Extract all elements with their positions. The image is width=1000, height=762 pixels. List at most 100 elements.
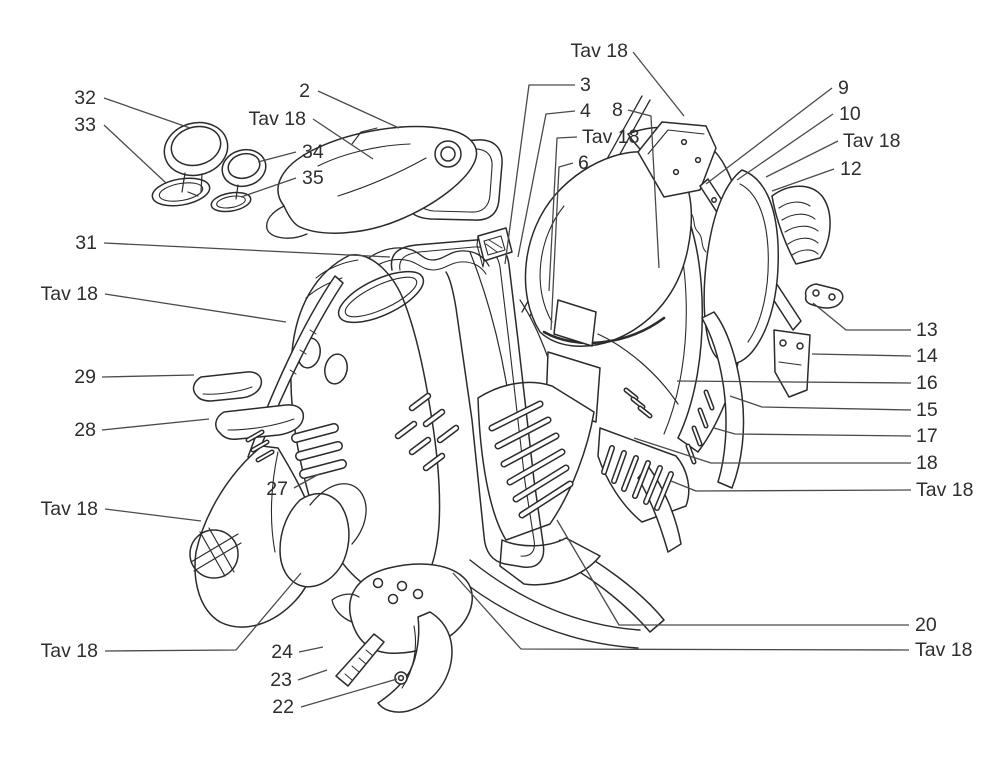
leader-line-tav18-d bbox=[104, 572, 302, 652]
part-label-34: 34 bbox=[302, 141, 324, 163]
side-cover-inner bbox=[739, 183, 769, 343]
leader-line-20 bbox=[556, 519, 909, 626]
side-slot-inner bbox=[257, 451, 273, 461]
bracket-3-hatch bbox=[485, 243, 498, 253]
leader-line-18 bbox=[633, 437, 911, 464]
footboard-rib-inner bbox=[602, 446, 614, 474]
bracket-hole bbox=[828, 293, 836, 301]
artwork-layer bbox=[151, 95, 844, 713]
shield-vent-inner bbox=[438, 426, 458, 442]
pillar-slot-inner bbox=[705, 391, 713, 409]
blade-hatch bbox=[309, 329, 317, 335]
shield-cutout-inner bbox=[344, 276, 418, 318]
under-box-2 bbox=[553, 299, 597, 347]
leader-line-tav18-b bbox=[104, 293, 287, 323]
part-label-23: 23 bbox=[270, 669, 292, 691]
strut-23 bbox=[335, 633, 385, 687]
part-label-31: 31 bbox=[75, 232, 97, 254]
vent-cluster-inner bbox=[639, 407, 651, 417]
part-label-24: 24 bbox=[271, 641, 293, 663]
floor-rib-inner bbox=[508, 450, 564, 484]
flap-crease bbox=[778, 361, 802, 366]
part-label-18: 18 bbox=[916, 452, 938, 474]
leader-line-31 bbox=[103, 242, 391, 258]
carrier-hole bbox=[672, 168, 680, 176]
part-label-15: 15 bbox=[916, 399, 938, 421]
part-label-9: 9 bbox=[838, 77, 849, 99]
body-skirt bbox=[469, 559, 641, 631]
part-label-tav18-top: Tav 18 bbox=[571, 40, 628, 62]
shield-vent-inner bbox=[396, 422, 416, 438]
pillar-slot-inner bbox=[687, 445, 695, 463]
dome-bolt bbox=[387, 593, 399, 605]
grab-bar-inner bbox=[300, 460, 346, 478]
top-wavy-trim-2 bbox=[369, 258, 487, 275]
leader-line-tav18-g bbox=[452, 572, 910, 651]
mirror-boss-inner bbox=[440, 146, 456, 162]
top-wavy-trim bbox=[365, 247, 490, 267]
leader-line-12 bbox=[771, 168, 835, 192]
part-label-32: 32 bbox=[74, 87, 96, 109]
part-label-tav18-c: Tav 18 bbox=[41, 498, 98, 520]
tube-opening bbox=[324, 353, 348, 385]
shield-vent-inner bbox=[410, 438, 430, 454]
part-label-tav18-mid: Tav 18 bbox=[582, 126, 639, 148]
leader-line-tav18-f bbox=[670, 480, 912, 492]
part-label-4: 4 bbox=[580, 100, 591, 122]
shield-cutout bbox=[337, 270, 425, 324]
footboard-rib-inner bbox=[655, 472, 673, 510]
floor-rib-inner bbox=[496, 418, 550, 448]
leader-line-27 bbox=[293, 473, 320, 489]
leader-line-17 bbox=[713, 427, 912, 437]
strut-hatch bbox=[365, 649, 374, 657]
part-label-8: 8 bbox=[612, 99, 623, 121]
part-label-10: 10 bbox=[839, 103, 861, 125]
blade-hatch bbox=[299, 349, 307, 355]
speedometer-face bbox=[170, 125, 222, 167]
strut-hatch bbox=[358, 657, 367, 665]
footboard-rib-inner bbox=[612, 451, 626, 483]
part-label-29: 29 bbox=[74, 366, 96, 388]
bracket-3 bbox=[477, 227, 513, 262]
part-label-tav18-d: Tav 18 bbox=[41, 640, 98, 662]
leader-line-15 bbox=[729, 395, 912, 411]
part-label-35: 35 bbox=[302, 167, 324, 189]
dome-beak bbox=[331, 593, 360, 623]
pillar-slot-inner bbox=[699, 409, 707, 427]
fork-horn-2 bbox=[309, 483, 367, 545]
leader-line-16 bbox=[676, 380, 912, 384]
part-label-28: 28 bbox=[74, 419, 96, 441]
part-label-tav18-a: Tav 18 bbox=[249, 108, 306, 130]
floor-rib-inner bbox=[514, 466, 568, 501]
body-skirt bbox=[455, 575, 639, 649]
bracket-hole bbox=[812, 289, 820, 297]
leader-line-33 bbox=[103, 124, 167, 184]
part-label-20: 20 bbox=[915, 614, 937, 636]
rear-carrier bbox=[637, 121, 717, 198]
leader-line-9 bbox=[705, 87, 833, 185]
flap-hole bbox=[779, 339, 787, 347]
cowl-rib bbox=[784, 225, 819, 233]
vent-cluster-inner bbox=[632, 398, 644, 408]
part-label-tav18-e: Tav 18 bbox=[843, 130, 900, 152]
leader-line-tav18-c bbox=[104, 508, 202, 522]
pod-29-line bbox=[202, 386, 253, 395]
shield-scallop bbox=[315, 259, 359, 279]
handlebar-cover bbox=[277, 125, 478, 234]
fork-horn bbox=[279, 492, 350, 588]
inner-frame-loop bbox=[390, 239, 545, 568]
floor-rib-inner bbox=[520, 482, 572, 517]
dome-bolt bbox=[396, 580, 408, 592]
leader-line-8 bbox=[627, 109, 660, 269]
leader-line-32 bbox=[103, 97, 191, 129]
grille-bar bbox=[199, 531, 226, 577]
gasket-large-inner bbox=[158, 182, 204, 202]
part-label-14: 14 bbox=[916, 345, 938, 367]
cowl-rib bbox=[781, 213, 816, 221]
pillar-slot-inner bbox=[693, 427, 701, 445]
leader-line-tav18-a bbox=[312, 118, 374, 160]
leader-line-2 bbox=[317, 90, 400, 129]
speedo-stem bbox=[181, 172, 186, 193]
cowl-rib bbox=[787, 237, 819, 245]
